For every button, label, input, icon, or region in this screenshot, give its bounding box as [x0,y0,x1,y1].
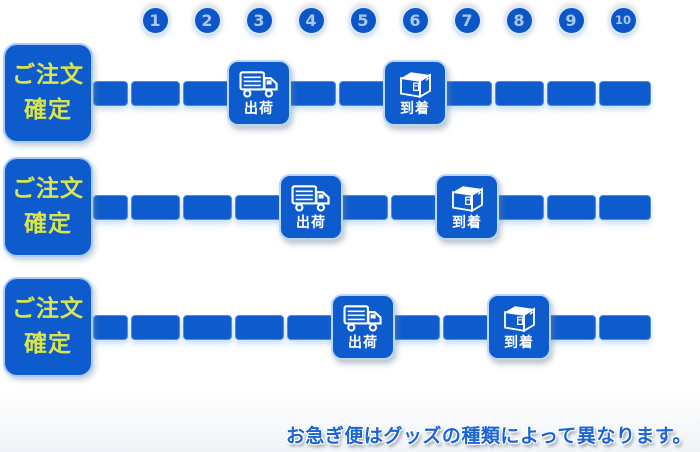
timeline-segment [182,314,232,340]
order-confirmed-label: 確定 [24,331,72,357]
order-confirmed-label: ご注文 [12,62,84,88]
day-circle: 7 [452,6,482,35]
timeline-segment [494,80,544,106]
timeline-segment [93,314,128,340]
timeline-segment [546,80,596,106]
day-circle: 3 [244,6,274,35]
package-icon [397,68,434,100]
order-confirmed-box: ご注文確定 [3,43,93,143]
timeline-segment [598,314,651,340]
package-icon [501,302,538,334]
arrive-box: 到着 [487,294,551,360]
timeline-segment [286,80,336,106]
timeline-segment [598,194,651,220]
day-circle: 9 [556,6,586,35]
timeline-segment [390,314,440,340]
timeline-segment [338,194,388,220]
timeline-segment [93,80,128,106]
ship-box: 出荷 [279,174,343,240]
timeline-segment [442,314,492,340]
order-confirmed-box: ご注文確定 [3,157,93,257]
timeline-segment [390,194,440,220]
timeline-segment [130,314,180,340]
day-circle: 8 [504,6,534,35]
footnote-text: お急ぎ便はグッズの種類によって異なります。 [285,425,692,447]
order-confirmed-label: ご注文 [12,176,84,202]
timeline-segment [546,194,596,220]
order-confirmed-box: ご注文確定 [3,277,93,377]
order-confirmed-label: ご注文 [12,296,84,322]
ship-box-label: 出荷 [296,215,326,231]
package-icon [449,182,486,214]
arrive-box: 到着 [435,174,499,240]
truck-icon [291,182,331,214]
timeline-segment [442,80,492,106]
day-circle: 5 [348,6,378,35]
arrive-box: 到着 [383,60,447,126]
truck-icon [343,302,383,334]
ship-box: 出荷 [331,294,395,360]
timeline-segment [598,80,651,106]
arrive-box-label: 到着 [452,215,482,231]
timeline-segment [494,194,544,220]
timeline-segment [234,194,284,220]
day-circle: 1 [140,6,170,35]
timeline-segment [130,194,180,220]
timeline-segment [130,80,180,106]
timeline-segment [338,80,388,106]
arrive-box-label: 到着 [400,101,430,117]
arrive-box-label: 到着 [504,335,534,351]
ship-box-label: 出荷 [244,101,274,117]
day-circle: 10 [608,6,638,35]
timeline-segment [182,80,232,106]
truck-icon [239,68,279,100]
day-circle: 4 [296,6,326,35]
timeline-segment [286,314,336,340]
ship-box-label: 出荷 [348,335,378,351]
timeline-segment [182,194,232,220]
ship-box: 出荷 [227,60,291,126]
day-circle: 6 [400,6,430,35]
timeline-segment [93,194,128,220]
timeline-segment [546,314,596,340]
timeline-segment [234,314,284,340]
order-confirmed-label: 確定 [24,211,72,237]
day-circle: 2 [192,6,222,35]
order-confirmed-label: 確定 [24,97,72,123]
